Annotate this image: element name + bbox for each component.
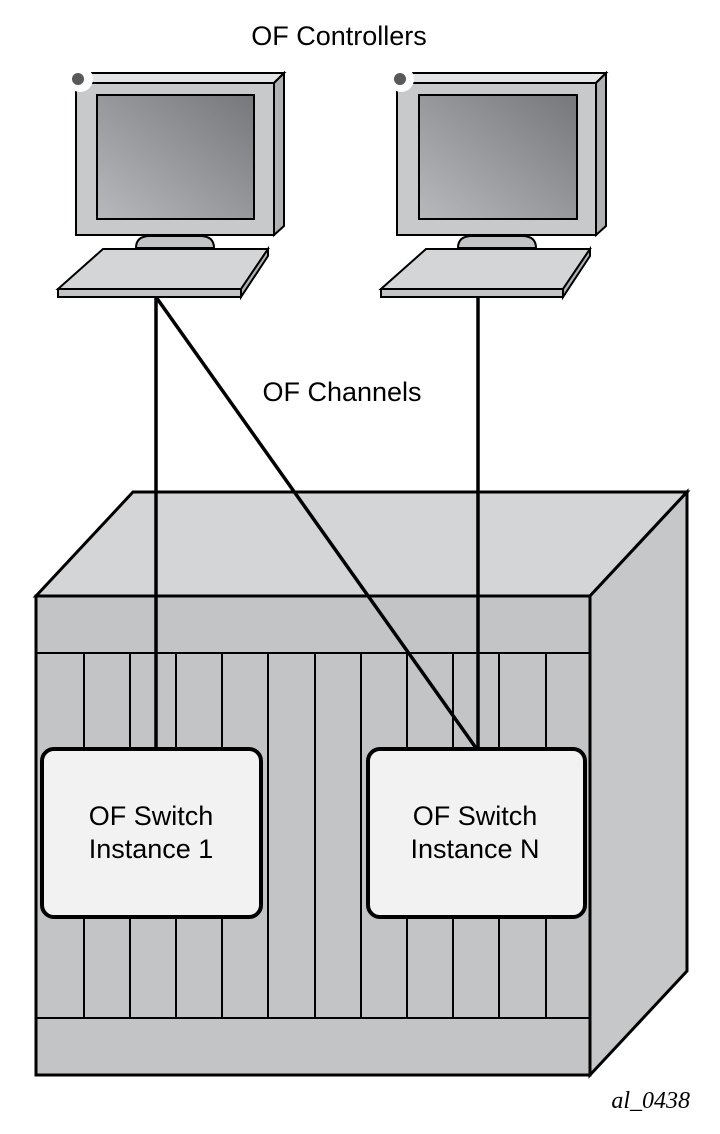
keyboard-icon <box>55 245 270 301</box>
chassis-top-face <box>32 490 691 598</box>
keyboard-icon <box>378 245 592 301</box>
monitor-icon <box>67 66 287 249</box>
figure-id: al_0438 <box>611 1088 690 1114</box>
switch-instance-1-line2: Instance 1 <box>89 834 214 864</box>
switch-instance-1-line1: OF Switch <box>89 801 214 831</box>
switch-instance-n-line2: Instance N <box>410 834 539 864</box>
controllers-title: OF Controllers <box>251 21 427 51</box>
power-led-icon <box>394 73 406 85</box>
of-channels <box>154 295 480 750</box>
controller-computer-2 <box>378 66 609 301</box>
chassis-side-face <box>588 488 689 1079</box>
monitor-icon <box>388 66 609 249</box>
switch-instance-n-line1: OF Switch <box>413 801 538 831</box>
channels-label: OF Channels <box>262 377 421 407</box>
channel-line-c1-sN <box>154 295 478 750</box>
switch-instance-1: OF Switch Instance 1 <box>40 747 263 919</box>
controller-computer-1 <box>55 66 287 301</box>
power-led-icon <box>72 73 84 85</box>
switch-instance-n: OF Switch Instance N <box>366 747 587 919</box>
